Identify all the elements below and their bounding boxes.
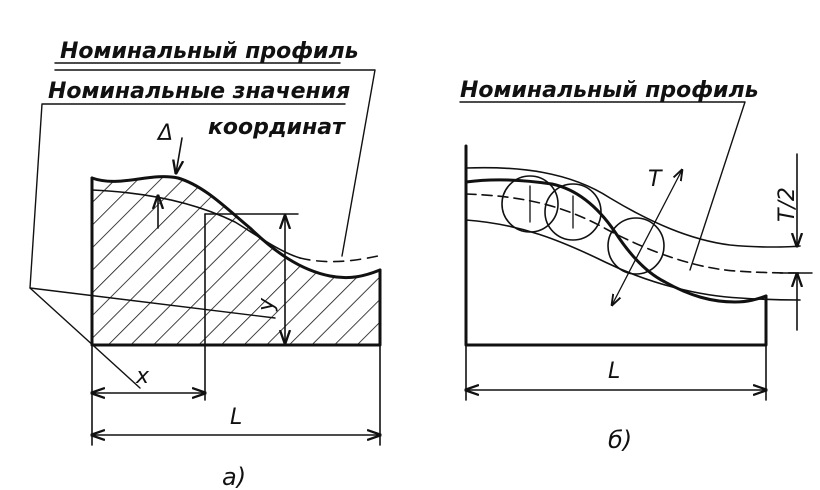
label-L-a: L [230,405,242,430]
leader-profile [54,69,376,257]
tolerance-lower-bound [465,219,801,301]
leader-profile-b [459,101,746,271]
caption-b: б) [608,426,632,454]
tolerance-circle-1 [501,175,559,233]
label-T-half: T/2 [775,187,800,222]
label-y: y [254,297,279,312]
tolerance-circle-3 [607,217,665,275]
actual-profile-b [464,178,768,304]
label-T: T [648,167,663,192]
leader-values [29,103,346,389]
nominal-profile-b [465,193,801,274]
nominal-profile-curve [91,189,301,259]
figure-a: Номинальный профиль Номинальные значения… [29,39,382,490]
label-nominal-values-2: координат [208,115,346,140]
leader-y [29,287,276,319]
label-delta: Δ [156,121,173,146]
figure-b: Номинальный профиль T T/2 L б) [459,78,813,454]
nominal-profile-dashed [299,255,379,263]
label-nominal-profile-a: Номинальный профиль [60,39,359,64]
label-nominal-values-1: Номинальные значения [48,79,350,104]
caption-a: а) [222,463,246,490]
actual-profile-curve [90,175,382,280]
delta-arrow [176,137,182,173]
label-nominal-profile-b: Номинальный профиль [460,78,759,103]
tolerance-circle-2 [544,183,602,241]
label-L-b: L [608,359,620,384]
part-body-hatched [92,176,380,345]
label-x: x [135,364,150,389]
circle-3-diameter [612,170,682,305]
